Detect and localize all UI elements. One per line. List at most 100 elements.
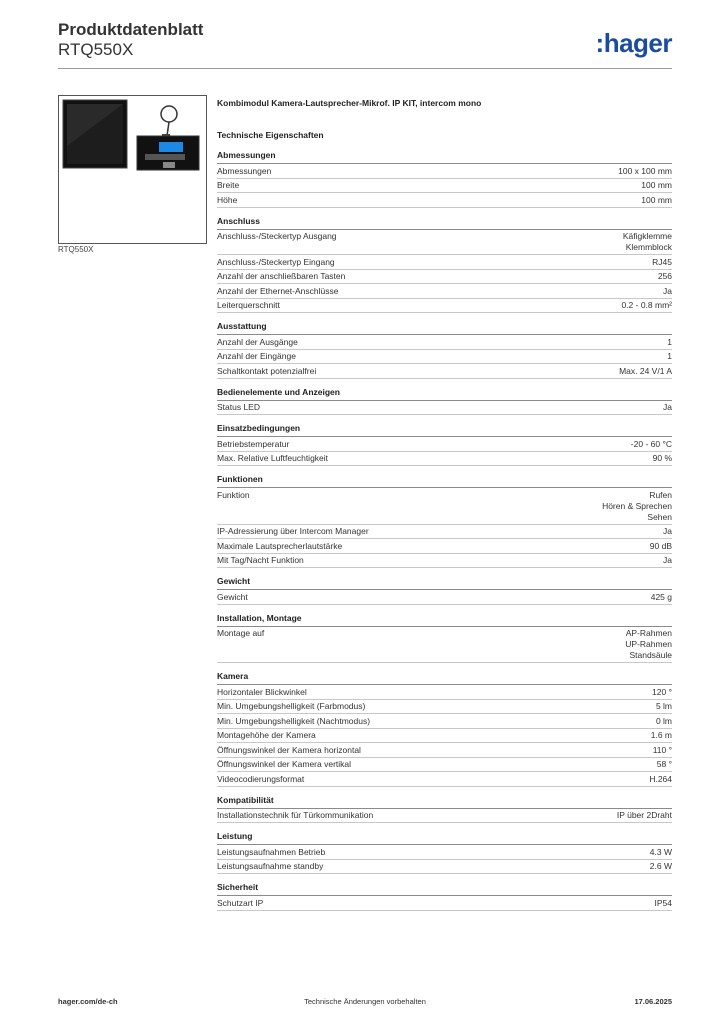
spec-value-line: 110 ° bbox=[652, 744, 672, 755]
spec-label: Maximale Lautsprecherlautstärke bbox=[217, 540, 343, 551]
page-header: Produktdatenblatt RTQ550X :hager bbox=[58, 20, 673, 60]
spec-value: 90 % bbox=[653, 453, 672, 464]
spec-value: Ja bbox=[663, 526, 672, 537]
spec-value-line: 2.6 W bbox=[649, 861, 672, 871]
spec-value-line: 90 % bbox=[652, 453, 672, 463]
spec-row: Leiterquerschnitt 0.2 - 0.8 mm² bbox=[217, 299, 672, 313]
spec-row: Schutzart IP IP54 bbox=[217, 896, 672, 911]
section-title: Sicherheit bbox=[217, 882, 672, 896]
product-image bbox=[58, 95, 207, 244]
spec-label: Schaltkontakt potenzialfrei bbox=[217, 365, 317, 376]
spec-value: 4.3 W bbox=[650, 847, 672, 858]
spec-value-line: 425 g bbox=[650, 591, 672, 602]
logo-text: hager bbox=[603, 28, 673, 58]
spec-value-line: -20 - 60 °C bbox=[630, 438, 672, 449]
spec-row: Min. Umgebungshelligkeit (Farbmodus) 5 lm bbox=[217, 700, 672, 714]
hager-logo[interactable]: :hager bbox=[595, 28, 673, 58]
spec-label: Anschluss-/Steckertyp Eingang bbox=[217, 256, 335, 267]
spec-value-line: 1 bbox=[667, 351, 672, 361]
spec-value-line: 100 x 100 mm bbox=[618, 165, 672, 176]
spec-value-line: Käfigklemme bbox=[622, 231, 672, 241]
spec-value-line: 256 bbox=[657, 271, 672, 281]
spec-label: Mit Tag/Nacht Funktion bbox=[217, 555, 304, 565]
section-title: Kamera bbox=[217, 671, 672, 685]
spec-value: 256 bbox=[658, 271, 672, 282]
spec-value: 120 ° bbox=[652, 687, 672, 698]
spec-label: Min. Umgebungshelligkeit (Farbmodus) bbox=[217, 701, 366, 711]
spec-value-line: Rufen bbox=[649, 489, 672, 500]
spec-value: 110 ° bbox=[653, 745, 672, 756]
spec-label: Anzahl der anschließbaren Tasten bbox=[217, 271, 346, 281]
spec-value: IP über 2Draht bbox=[617, 810, 672, 821]
product-description: Kombimodul Kamera-Lautsprecher-Mikrof. I… bbox=[217, 98, 482, 108]
footer-website-link[interactable]: hager.com/de-ch bbox=[58, 997, 118, 1006]
spec-value-line: 4.3 W bbox=[649, 846, 672, 857]
spec-value-line: 100 mm bbox=[641, 180, 672, 190]
spec-value: -20 - 60 °C bbox=[631, 439, 672, 450]
spec-row: Öffnungswinkel der Kamera horizontal 110 … bbox=[217, 743, 672, 758]
spec-value-line: 1 bbox=[667, 336, 672, 347]
spec-row: Videocodierungsformat H.264 bbox=[217, 772, 672, 787]
spec-label: Min. Umgebungshelligkeit (Nachtmodus) bbox=[217, 715, 371, 726]
spec-label: Leiterquerschnitt bbox=[217, 300, 280, 310]
spec-value: Ja bbox=[663, 555, 672, 566]
spec-label: Breite bbox=[217, 180, 240, 190]
spec-value-line: 5 lm bbox=[655, 701, 672, 711]
spec-label: Schutzart IP bbox=[217, 897, 264, 908]
spec-label: Funktion bbox=[217, 489, 250, 500]
spec-value-line: IP54 bbox=[654, 897, 673, 908]
spec-label: Status LED bbox=[217, 402, 260, 412]
spec-value: Max. 24 V/1 A bbox=[619, 366, 672, 377]
spec-row: Gewicht 425 g bbox=[217, 590, 672, 605]
spec-label: Leistungsaufnahme standby bbox=[217, 861, 324, 871]
spec-value-line: 0.2 - 0.8 mm² bbox=[621, 300, 672, 310]
header-divider bbox=[58, 68, 672, 69]
spec-row: Leistungsaufnahme standby 2.6 W bbox=[217, 860, 672, 874]
spec-row: Anschluss-/Steckertyp Eingang RJ45 bbox=[217, 255, 672, 270]
spec-value: 1.6 m bbox=[651, 730, 672, 741]
spec-value-line: RJ45 bbox=[652, 256, 672, 267]
spec-value-line: 0 lm bbox=[655, 715, 672, 726]
spec-label: Max. Relative Luftfeuchtigkeit bbox=[217, 453, 329, 463]
spec-label: Installationstechnik für Türkommunikatio… bbox=[217, 810, 374, 820]
spec-value: Ja bbox=[663, 402, 672, 413]
spec-label: IP-Adressierung über Intercom Manager bbox=[217, 526, 369, 536]
spec-label: Öffnungswinkel der Kamera horizontal bbox=[217, 744, 361, 755]
product-code: RTQ550X bbox=[58, 40, 134, 59]
spec-label: Abmessungen bbox=[217, 165, 272, 176]
spec-row: Betriebstemperatur-20 - 60 °C bbox=[217, 437, 672, 452]
spec-value-line: Ja bbox=[663, 526, 672, 536]
spec-value: 100 mm bbox=[641, 195, 672, 206]
spec-label: Videocodierungsformat bbox=[217, 773, 305, 784]
spec-content: Kombimodul Kamera-Lautsprecher-Mikrof. I… bbox=[217, 96, 672, 911]
spec-value-line: Max. 24 V/1 A bbox=[619, 365, 672, 376]
spec-row: Abmessungen 100 x 100 mm bbox=[217, 164, 672, 179]
spec-value-line: Ja bbox=[663, 285, 672, 296]
spec-row: Schaltkontakt potenzialfrei Max. 24 V/1 A bbox=[217, 364, 672, 379]
spec-value: 0 lm bbox=[656, 716, 672, 727]
spec-value: H.264 bbox=[649, 774, 672, 785]
spec-value-line: Sehen bbox=[647, 511, 672, 522]
spec-value-line: Ja bbox=[663, 402, 672, 412]
spec-value-line: H.264 bbox=[649, 773, 672, 784]
spec-value-line: Klemmblock bbox=[625, 242, 672, 252]
spec-label: Gewicht bbox=[217, 591, 248, 602]
